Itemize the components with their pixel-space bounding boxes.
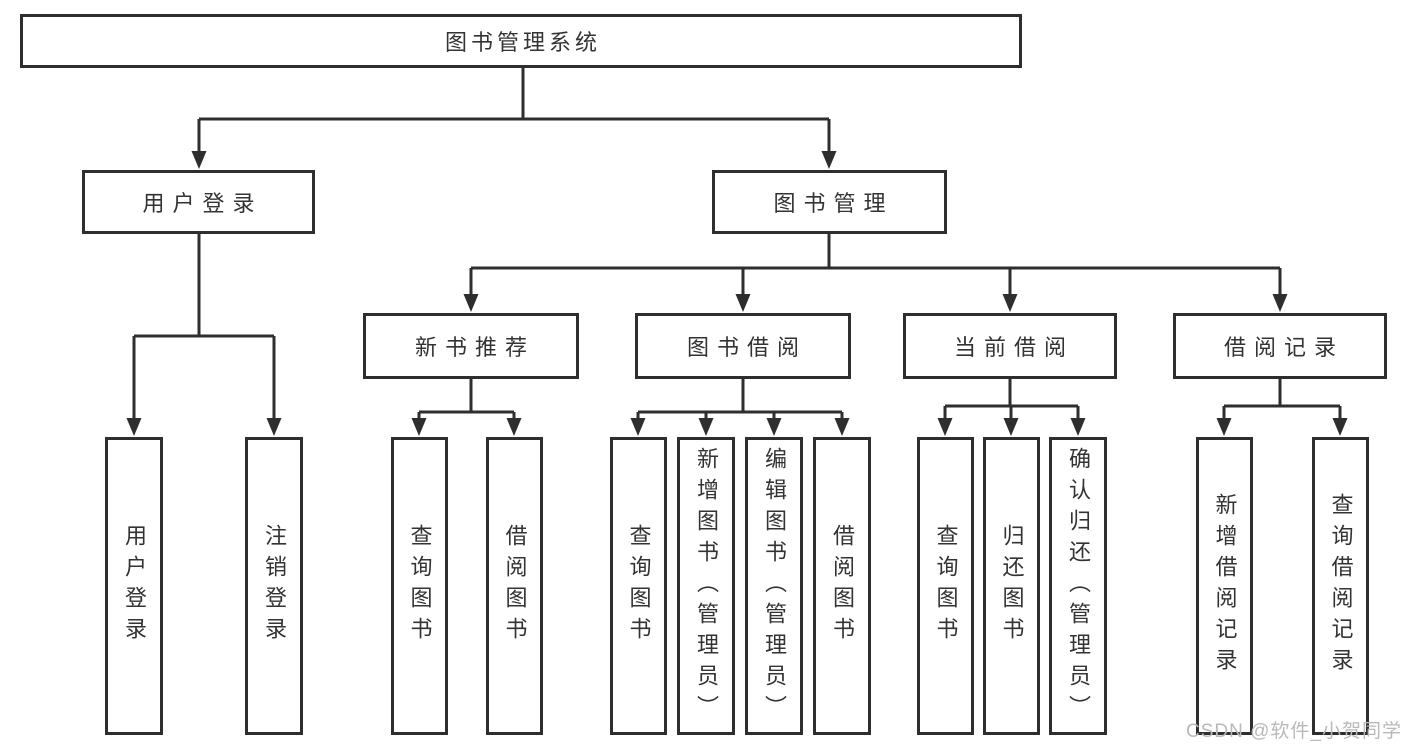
leaf-borrow-books-2-label: 借阅图书	[830, 524, 855, 648]
node-current-borrow: 当前借阅	[903, 313, 1117, 379]
leaf-borrow-books-1-label: 借阅图书	[502, 524, 528, 648]
node-borrow-records: 借阅记录	[1173, 313, 1387, 379]
leaf-confirm-return-admin: 确认归还（管理员）	[1049, 437, 1107, 735]
leaf-query-borrow-record-label: 查询借阅记录	[1328, 493, 1354, 679]
leaf-borrow-books-1: 借阅图书	[486, 437, 543, 735]
leaf-query-books-1-label: 查询图书	[407, 524, 433, 648]
watermark: CSDN @软件_小贺同学	[1186, 721, 1402, 742]
leaf-user-login-label: 用户登录	[122, 524, 147, 648]
leaf-query-books-2: 查询图书	[610, 437, 667, 735]
leaf-logout: 注销登录	[245, 437, 303, 735]
leaf-edit-books-admin-label: 编辑图书（管理员）	[762, 446, 787, 726]
leaf-query-borrow-record: 查询借阅记录	[1312, 437, 1369, 735]
leaf-add-books-admin-label: 新增图书（管理员）	[694, 446, 719, 726]
leaf-add-books-admin: 新增图书（管理员）	[677, 437, 735, 735]
leaf-user-login: 用户登录	[105, 437, 163, 735]
node-new-book-recommend: 新书推荐	[363, 313, 579, 379]
leaf-return-books-label: 归还图书	[999, 524, 1025, 648]
leaf-edit-books-admin: 编辑图书（管理员）	[745, 437, 803, 735]
node-book-borrow: 图书借阅	[635, 313, 851, 379]
leaf-query-books-1: 查询图书	[391, 437, 448, 735]
node-book-management: 图书管理	[712, 170, 947, 234]
leaf-add-borrow-record: 新增借阅记录	[1196, 437, 1253, 735]
leaf-confirm-return-admin-label: 确认归还（管理员）	[1066, 446, 1091, 726]
leaf-add-borrow-record-label: 新增借阅记录	[1212, 493, 1238, 679]
node-library-system: 图书管理系统	[20, 14, 1022, 68]
leaf-borrow-books-2: 借阅图书	[813, 437, 871, 735]
leaf-return-books: 归还图书	[983, 437, 1040, 735]
leaf-logout-label: 注销登录	[262, 524, 287, 648]
leaf-query-books-3-label: 查询图书	[933, 524, 959, 648]
leaf-query-books-3: 查询图书	[917, 437, 974, 735]
leaf-query-books-2-label: 查询图书	[626, 524, 652, 648]
node-user-login: 用户登录	[82, 170, 315, 234]
